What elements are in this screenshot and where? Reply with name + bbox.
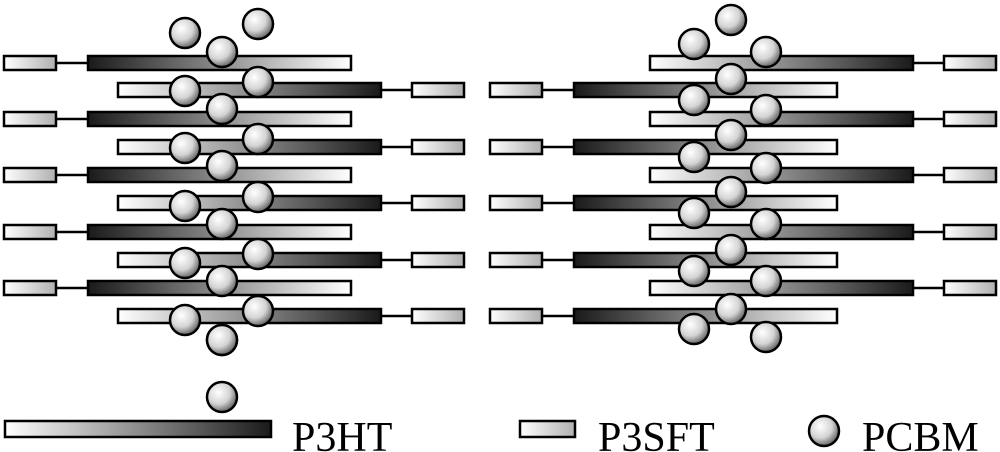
p3sft-segment xyxy=(410,251,466,269)
p3sft-segment xyxy=(410,307,466,325)
pcbm-sphere xyxy=(677,83,711,117)
pcbm-sphere xyxy=(205,35,239,69)
pcbm-sphere xyxy=(749,207,783,241)
pcbm-sphere xyxy=(714,233,748,267)
p3sft-segment xyxy=(942,279,998,297)
p3sft-segment xyxy=(488,138,544,156)
pcbm-sphere xyxy=(241,180,275,214)
pcbm-sphere xyxy=(205,149,239,183)
p3sft-segment xyxy=(488,194,544,212)
legend-p3ht-swatch xyxy=(3,419,273,439)
pcbm-sphere xyxy=(714,292,748,326)
pcbm-sphere xyxy=(241,7,275,41)
pcbm-sphere xyxy=(749,151,783,185)
p3sft-segment xyxy=(942,223,998,241)
pcbm-sphere xyxy=(677,140,711,174)
p3sft-segment xyxy=(2,110,58,128)
pcbm-sphere xyxy=(168,131,202,165)
right-assembly xyxy=(488,3,998,354)
pcbm-sphere xyxy=(749,35,783,69)
pcbm-sphere xyxy=(714,3,748,37)
legend-pcbm-label: PCBM xyxy=(862,415,979,452)
pcbm-sphere xyxy=(168,189,202,223)
pcbm-sphere xyxy=(241,237,275,271)
pcbm-sphere xyxy=(205,92,239,126)
p3sft-segment xyxy=(410,81,466,99)
p3sft-segment xyxy=(2,54,58,72)
pcbm-sphere xyxy=(205,264,239,298)
pcbm-sphere xyxy=(749,320,783,354)
pcbm-sphere xyxy=(677,312,711,346)
pcbm-sphere xyxy=(714,62,748,96)
legend-p3sft-swatch xyxy=(518,419,577,439)
pcbm-sphere xyxy=(205,380,239,414)
pcbm-sphere xyxy=(168,74,202,108)
pcbm-sphere xyxy=(168,246,202,280)
pcbm-sphere xyxy=(714,175,748,209)
pcbm-sphere xyxy=(205,323,239,357)
p3sft-segment xyxy=(942,166,998,184)
pcbm-sphere xyxy=(714,118,748,152)
p3sft-segment xyxy=(2,279,58,297)
p3sft-segment xyxy=(2,223,58,241)
left-assembly xyxy=(2,7,466,414)
pcbm-sphere xyxy=(677,27,711,61)
p3sft-segment xyxy=(488,307,544,325)
p3sft-segment xyxy=(942,110,998,128)
pcbm-sphere xyxy=(677,196,711,230)
pcbm-sphere xyxy=(168,16,202,50)
pcbm-sphere xyxy=(241,65,275,99)
legend-p3ht-label: P3HT xyxy=(292,415,392,452)
p3sft-segment xyxy=(410,138,466,156)
pcbm-sphere xyxy=(241,122,275,156)
pcbm-sphere xyxy=(749,93,783,127)
p3sft-segment xyxy=(942,54,998,72)
p3sft-segment xyxy=(2,166,58,184)
legend-pcbm-sphere-icon xyxy=(807,414,841,448)
p3sft-segment xyxy=(410,194,466,212)
legend: P3HT P3SFT PCBM xyxy=(3,414,979,452)
pcbm-sphere xyxy=(205,207,239,241)
pcbm-sphere xyxy=(749,264,783,298)
legend-p3sft-label: P3SFT xyxy=(598,415,715,452)
pcbm-sphere xyxy=(241,294,275,328)
p3sft-segment xyxy=(488,251,544,269)
pcbm-sphere xyxy=(677,254,711,288)
pcbm-sphere xyxy=(168,303,202,337)
p3sft-segment xyxy=(488,81,544,99)
